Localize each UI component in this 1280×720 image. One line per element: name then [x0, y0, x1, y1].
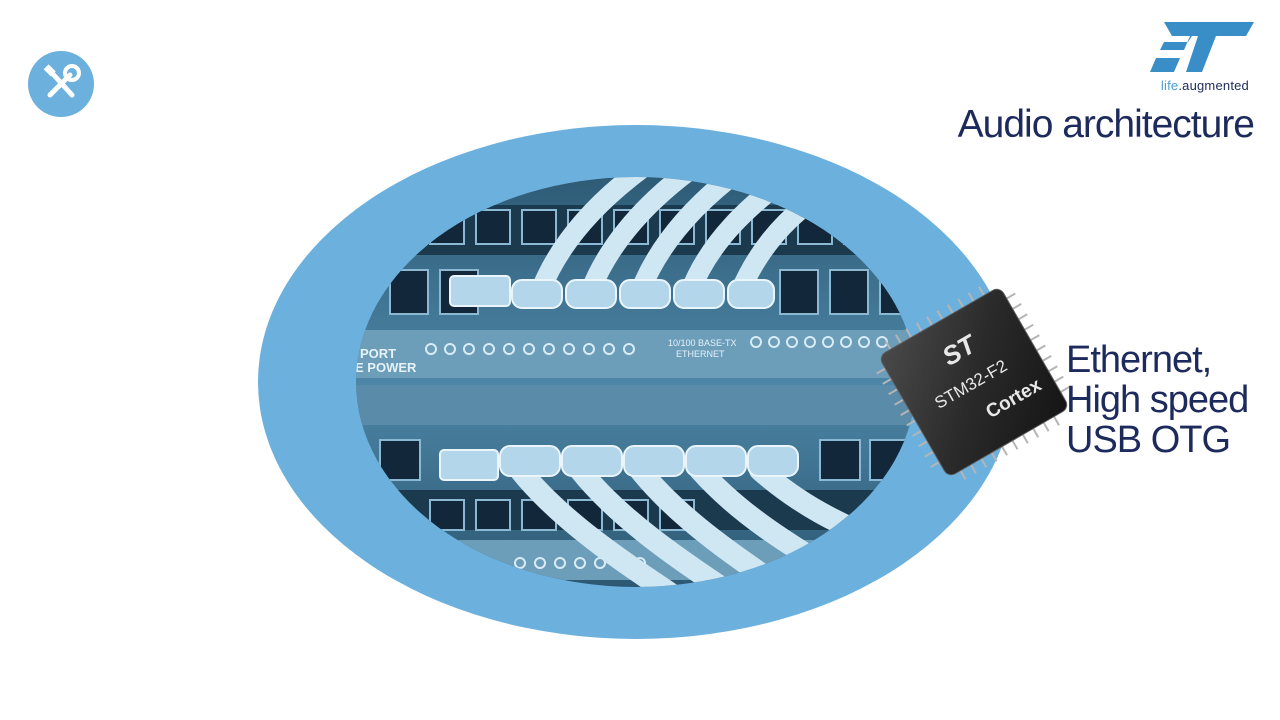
panel-label-port: PORT: [360, 346, 396, 361]
brand-tagline: life.augmented: [1160, 78, 1249, 93]
panel-label-power: E POWER: [355, 360, 417, 375]
feature-line-ethernet: Ethernet,: [1066, 339, 1212, 381]
ethernet-switch-photo: PORT E POWER 10/100 BASE-TX ETHERNET: [355, 177, 916, 587]
stm32-chip: ST STM32-F2 Cortex: [876, 286, 1070, 480]
feature-text: Ethernet, High speed USB OTG: [1066, 339, 1249, 461]
panel-label-ethernet: ETHERNET: [676, 349, 725, 359]
st-logo-icon: [1150, 22, 1254, 72]
feature-line-high-speed: High speed: [1066, 379, 1249, 421]
wrench-screwdriver-icon: [43, 64, 81, 98]
feature-line-usb-otg: USB OTG: [1066, 419, 1231, 461]
panel-label-base: 10/100 BASE-TX: [668, 338, 737, 348]
st-logo: [1146, 20, 1256, 98]
slide-title: Audio architecture: [957, 103, 1255, 146]
tools-badge: [28, 51, 94, 117]
